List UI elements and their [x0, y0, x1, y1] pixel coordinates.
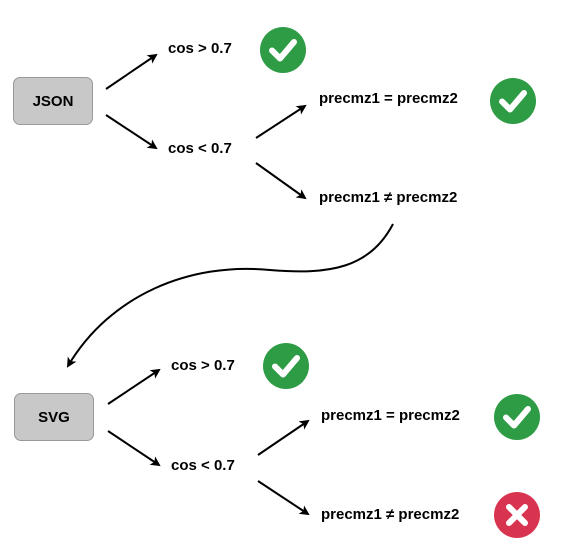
- svg-cos-high-label: cos > 0.7: [171, 357, 235, 374]
- arrow-json-to-svg-curve: [66, 223, 394, 368]
- arrow-svg-to-cos-low: [107, 430, 161, 467]
- arrow-svg-to-cos-high: [107, 368, 161, 405]
- arrow-svg-cos-low-to-not-equal: [257, 480, 310, 516]
- svg-box-label: SVG: [38, 408, 70, 426]
- check-icon: [263, 343, 309, 389]
- cross-icon: [494, 492, 540, 538]
- arrow-svg-cos-low-to-equal: [257, 419, 310, 456]
- json-cos-low-label: cos < 0.7: [168, 140, 232, 157]
- arrow-json-cos-low-to-not-equal: [255, 162, 307, 200]
- check-icon: [494, 394, 540, 440]
- json-cos-high-label: cos > 0.7: [168, 40, 232, 57]
- json-box: JSON: [13, 77, 93, 125]
- json-equal-label: precmz1 = precmz2: [319, 90, 458, 107]
- svg-equal-label: precmz1 = precmz2: [321, 407, 460, 424]
- arrow-json-to-cos-low: [105, 114, 158, 150]
- check-icon: [490, 78, 536, 124]
- arrow-json-cos-low-to-equal: [255, 104, 307, 139]
- json-not-equal-label: precmz1 ≠ precmz2: [319, 189, 458, 206]
- svg-not-equal-label: precmz1 ≠ precmz2: [321, 506, 460, 523]
- json-box-label: JSON: [32, 92, 74, 110]
- arrow-json-to-cos-high: [105, 53, 158, 90]
- svg-cos-low-label: cos < 0.7: [171, 457, 235, 474]
- svg-box: SVG: [14, 393, 94, 441]
- check-icon: [260, 27, 306, 73]
